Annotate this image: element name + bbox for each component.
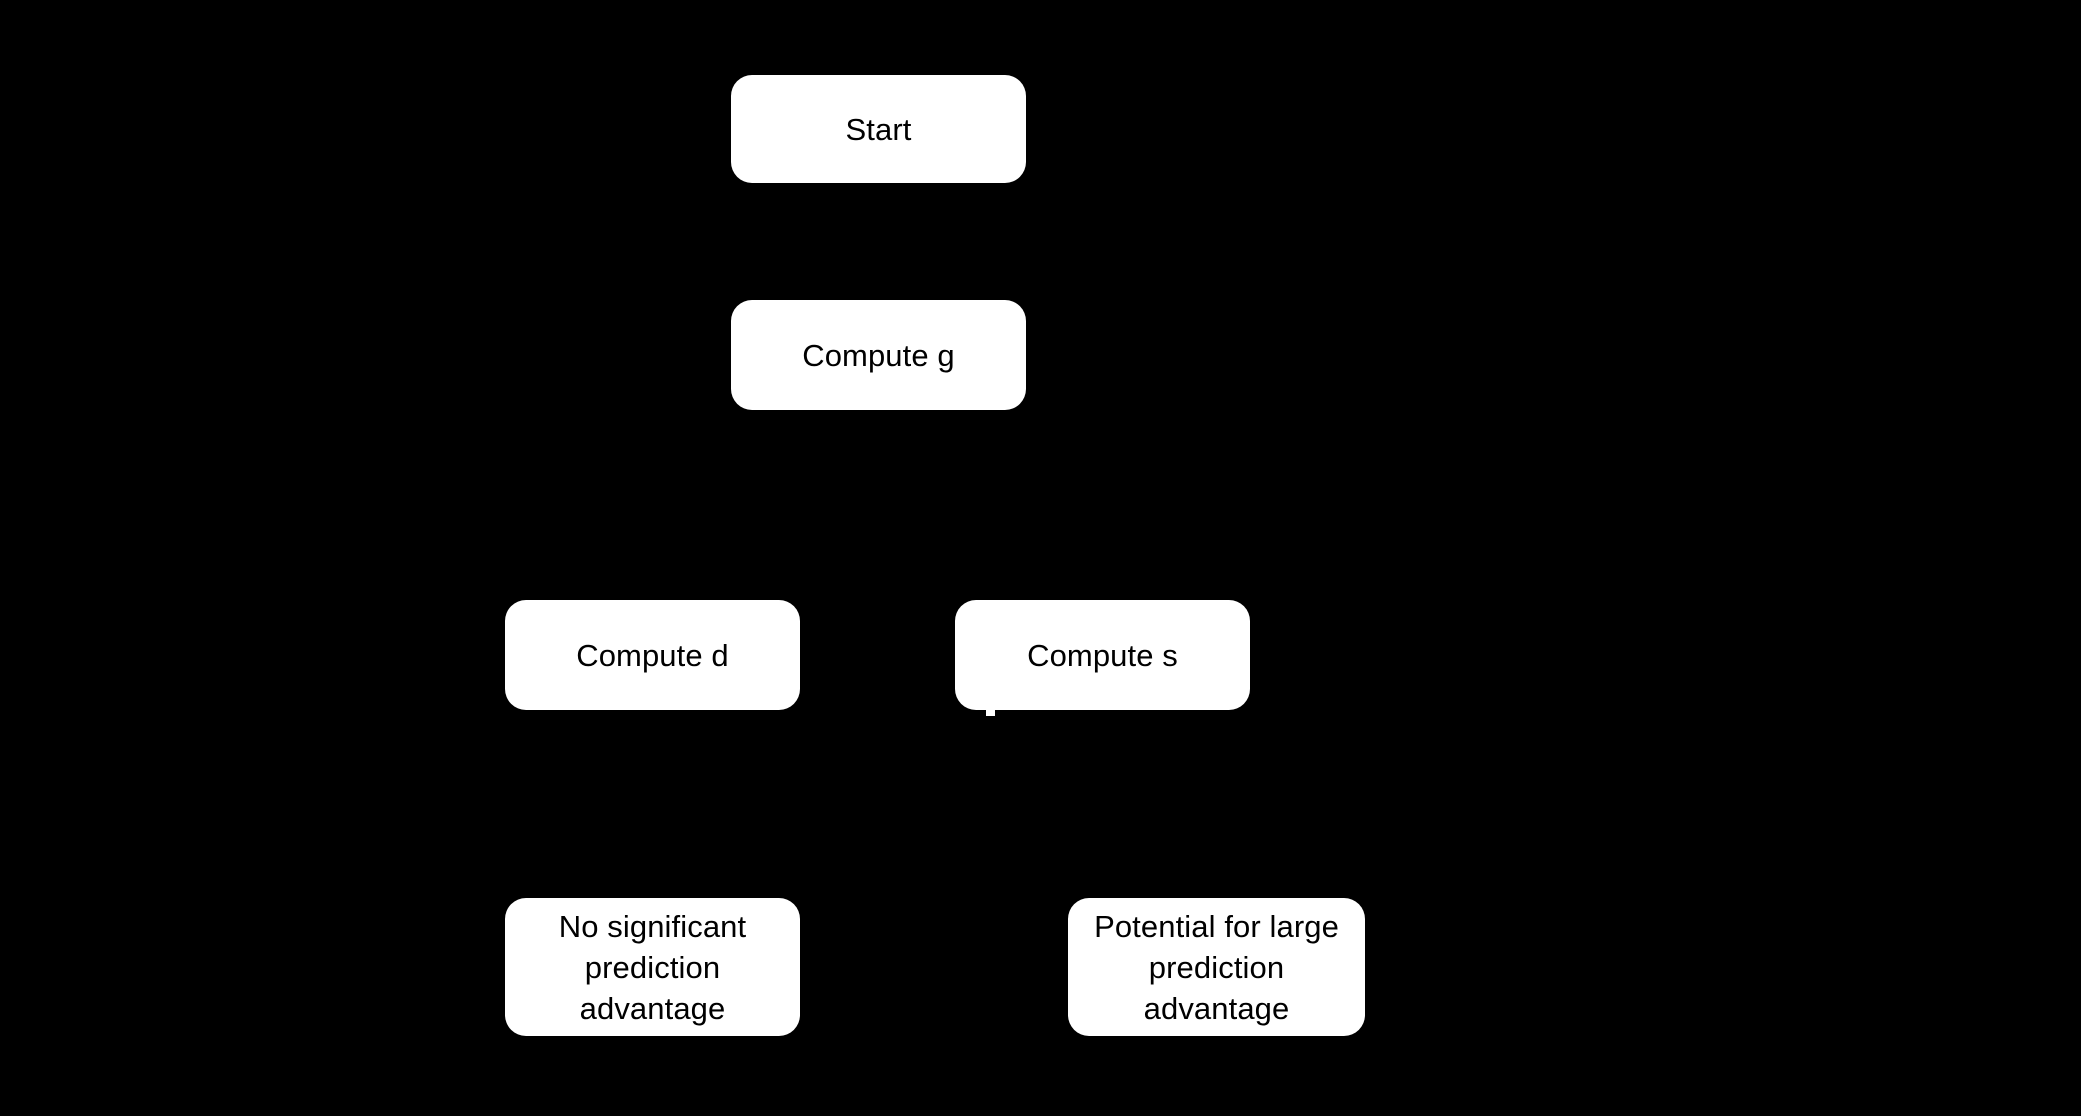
node-compute-d-label: Compute d (576, 637, 729, 673)
edge-compute-s-to-leaf-right (1101, 710, 1232, 900)
edge-compute-g-to-compute-s (876, 410, 1119, 602)
node-potential-for-large-prediction-advantage[interactable]: Potential for large prediction advantage (1068, 898, 1365, 1036)
arrowhead-stub-compute-s (986, 707, 995, 716)
node-compute-d[interactable]: Compute d (505, 600, 800, 710)
node-start[interactable]: Start (731, 75, 1026, 183)
node-compute-s-label: Compute s (1027, 637, 1178, 673)
node-no-significant-prediction-advantage[interactable]: No significant prediction advantage (505, 898, 800, 1036)
node-compute-g[interactable]: Compute g (731, 300, 1026, 410)
edge-compute-g-to-compute-d (637, 410, 880, 602)
node-leaf-right-label: Potential for large prediction advantage (1094, 908, 1339, 1026)
node-compute-g-label: Compute g (802, 337, 955, 373)
node-leaf-left-label: No significant prediction advantage (558, 908, 747, 1026)
node-compute-s[interactable]: Compute s (955, 600, 1250, 710)
node-start-label: Start (845, 111, 912, 147)
